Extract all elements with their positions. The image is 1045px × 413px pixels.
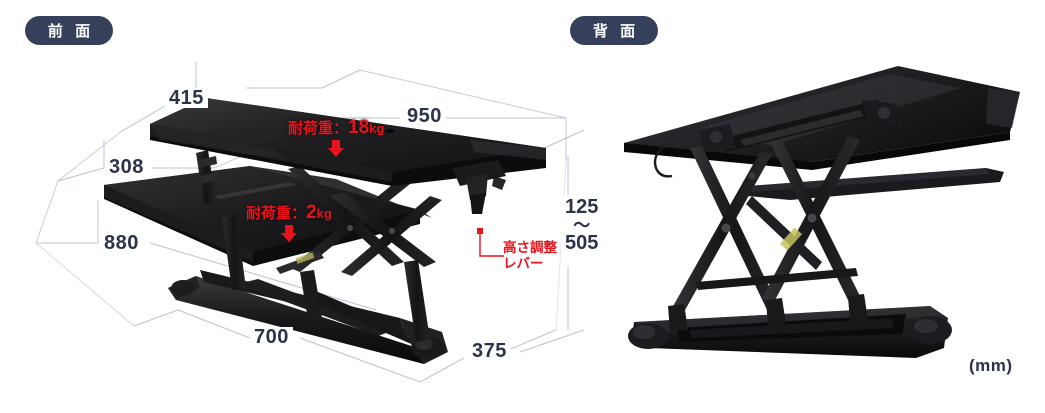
- rear-underdeck-hardware: [653, 100, 902, 178]
- upper-deck: [150, 98, 546, 186]
- lever-callout-line: [479, 234, 504, 257]
- dimline-415-ext-b: [321, 69, 361, 89]
- dimline-construct-2: [57, 130, 123, 182]
- height-adjust-lever-callout: 高さ調整 レバー: [503, 240, 557, 272]
- view-badge-front: 前 面: [25, 16, 113, 45]
- dimension-label-950: 950: [403, 106, 446, 126]
- lever-callout-line-1: 高さ調整: [503, 240, 557, 255]
- dimline-construct-5: [35, 242, 135, 327]
- height-adjust-lever-part: [466, 174, 506, 214]
- dimline-375-b: [507, 329, 557, 351]
- load-upper-value: 18: [348, 117, 370, 138]
- rear-scissor-frame: [672, 136, 862, 312]
- load-lower-kanji: 耐荷重：: [246, 205, 307, 222]
- load-lower-unit: kg: [316, 206, 332, 221]
- load-lower-value: 2: [306, 202, 317, 223]
- unit-label: (mm): [969, 356, 1013, 375]
- height-max: 505: [565, 232, 599, 255]
- dimension-label-308: 308: [105, 157, 148, 177]
- load-upper-unit: kg: [369, 121, 385, 136]
- load-upper-kanji: 耐荷重：: [288, 120, 349, 137]
- rear-base-frame: [628, 294, 952, 358]
- lower-deck: [104, 166, 432, 266]
- dimension-label-700: 700: [250, 327, 293, 347]
- dimline-700-a: [177, 309, 251, 339]
- base-frame: [168, 214, 448, 364]
- dimline-880-b: [149, 242, 377, 311]
- dimline-height-cap-bottom: [519, 329, 585, 353]
- height-range-separator: 〜: [573, 215, 591, 235]
- lever-callout-line-2: レバー: [503, 255, 544, 271]
- load-capacity-upper-deck: 耐荷重：18kg: [288, 117, 385, 157]
- dimension-label-375: 375: [468, 341, 511, 361]
- rear-lower-deck: [748, 168, 1004, 200]
- dimline-height-cap-top: [539, 129, 585, 151]
- dimline-construct-3: [359, 69, 567, 119]
- lever-callout-dot: [477, 228, 483, 234]
- height-min: 125: [565, 196, 599, 218]
- dimline-700-b: [299, 337, 421, 383]
- dimension-label-880: 880: [100, 233, 143, 253]
- dimension-label-415: 415: [165, 88, 208, 108]
- scissor-mechanism: [196, 150, 442, 276]
- dimline-700-ext: [133, 309, 179, 327]
- dimline-308-a: [57, 167, 105, 182]
- view-badge-rear: 背 面: [570, 16, 658, 45]
- load-capacity-lower-deck: 耐荷重：2kg: [246, 202, 332, 242]
- dimension-label-height-range: 125 〜 505: [561, 195, 603, 257]
- dimline-375-a: [419, 357, 465, 383]
- dimline-construct-1: [35, 180, 59, 244]
